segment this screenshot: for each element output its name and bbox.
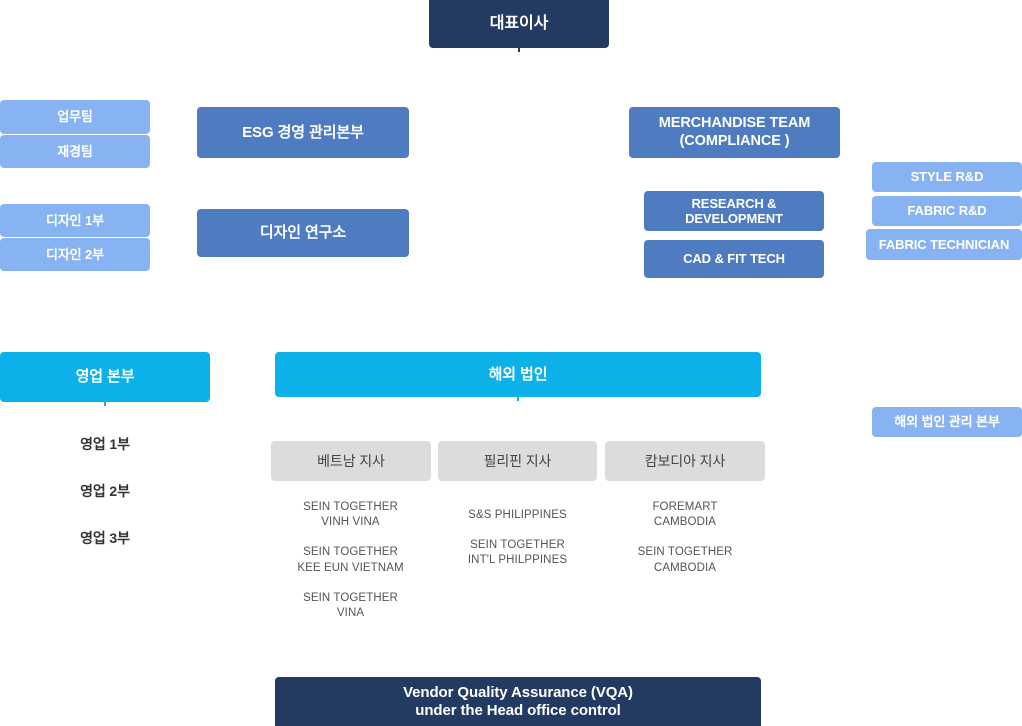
node-sales-dept-1[interactable]: 영업 1부 <box>80 435 130 452</box>
entity-item: FOREMART CAMBODIA <box>652 501 718 529</box>
connector-overseas <box>517 394 519 401</box>
node-vendor-quality-assurance[interactable]: Vendor Quality Assurance (VQA) under the… <box>275 677 761 726</box>
node-research-development[interactable]: RESEARCH & DEVELOPMENT <box>644 191 824 231</box>
connector-sales-hq <box>104 399 106 406</box>
node-cad-fit-tech[interactable]: CAD & FIT TECH <box>644 240 824 278</box>
node-sales-headquarters[interactable]: 영업 본부 <box>0 352 210 402</box>
node-ceo[interactable]: 대표이사 <box>429 0 609 48</box>
entity-list-philippines: S&S PHILIPPINES SEIN TOGETHER INT'L PHIL… <box>437 508 598 598</box>
node-design-dept-1[interactable]: 디자인 1부 <box>0 204 150 237</box>
node-fabric-rnd[interactable]: FABRIC R&D <box>872 196 1022 226</box>
node-branch-philippines[interactable]: 필리핀 지사 <box>438 441 597 481</box>
entity-list-cambodia: FOREMART CAMBODIA SEIN TOGETHER CAMBODIA <box>604 500 766 590</box>
entity-item: SEIN TOGETHER CAMBODIA <box>637 546 733 574</box>
entity-item: SEIN TOGETHER INT'L PHILPPINES <box>467 539 568 567</box>
node-merchandise-team[interactable]: MERCHANDISE TEAM (COMPLIANCE ) <box>629 107 840 158</box>
entity-item: SEIN TOGETHER VINH VINA <box>303 501 398 529</box>
node-branch-vietnam[interactable]: 베트남 지사 <box>271 441 431 481</box>
node-design-lab[interactable]: 디자인 연구소 <box>197 209 409 257</box>
node-branch-cambodia[interactable]: 캄보디아 지사 <box>605 441 765 481</box>
node-fabric-technician[interactable]: FABRIC TECHNICIAN <box>866 229 1022 260</box>
entity-list-vietnam: SEIN TOGETHER VINH VINA SEIN TOGETHER KE… <box>269 500 432 630</box>
node-style-rnd[interactable]: STYLE R&D <box>872 162 1022 192</box>
node-esg-management-division[interactable]: ESG 경영 관리본부 <box>197 107 409 158</box>
entity-item: SEIN TOGETHER VINA <box>303 591 398 619</box>
node-overseas-corporations[interactable]: 해외 법인 <box>275 352 761 397</box>
node-overseas-management-division[interactable]: 해외 법인 관리 본부 <box>872 407 1022 437</box>
node-sales-dept-2[interactable]: 영업 2부 <box>80 482 130 499</box>
connector-ceo <box>518 45 520 52</box>
entity-item: S&S PHILIPPINES <box>468 509 567 521</box>
node-admin-team[interactable]: 업무팀 <box>0 100 150 134</box>
node-sales-dept-3[interactable]: 영업 3부 <box>80 529 130 546</box>
node-finance-team[interactable]: 재경팀 <box>0 135 150 168</box>
entity-item: SEIN TOGETHER KEE EUN VIETNAM <box>297 546 404 574</box>
node-design-dept-2[interactable]: 디자인 2부 <box>0 238 150 271</box>
